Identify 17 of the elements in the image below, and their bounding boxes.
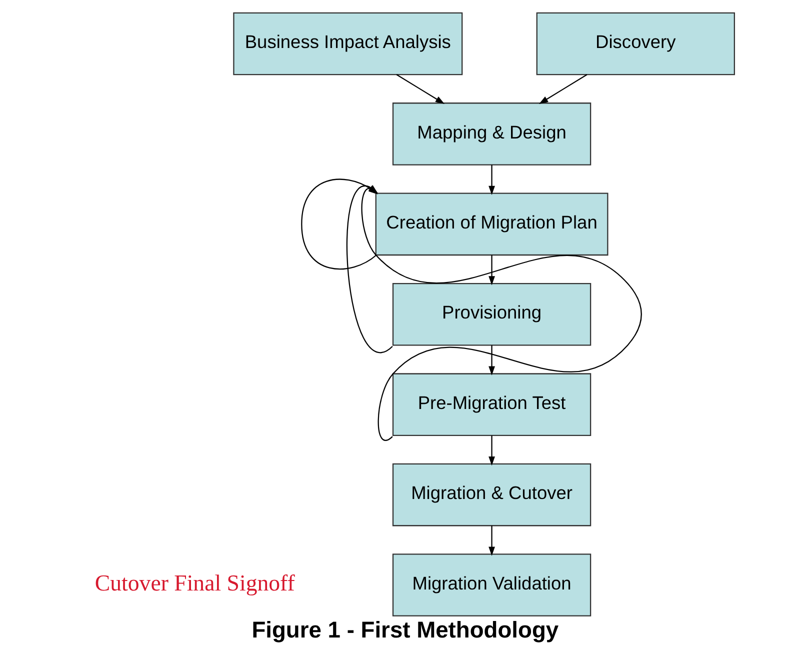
arrow [396,74,444,104]
node-box: Discovery [536,12,734,76]
label: Cutover Final Signoff [94,570,294,596]
arrow [488,255,494,286]
node-box: Creation of Migration Plan [374,192,608,256]
node-box: Provisioning [392,282,591,346]
node-box: Pre-Migration Test [392,373,591,436]
node-box: Migration & Cutover [392,463,591,526]
node-box: Business Impact Analysis [232,12,462,76]
node-box: Migration Validation [392,554,591,616]
node-box: Mapping & Design [392,102,591,166]
arrow [538,74,587,104]
caption: Figure 1 - First Methodology [251,616,558,643]
arrow [488,526,494,556]
arrow [488,164,494,196]
arrow [488,345,494,376]
arrow [488,436,494,466]
